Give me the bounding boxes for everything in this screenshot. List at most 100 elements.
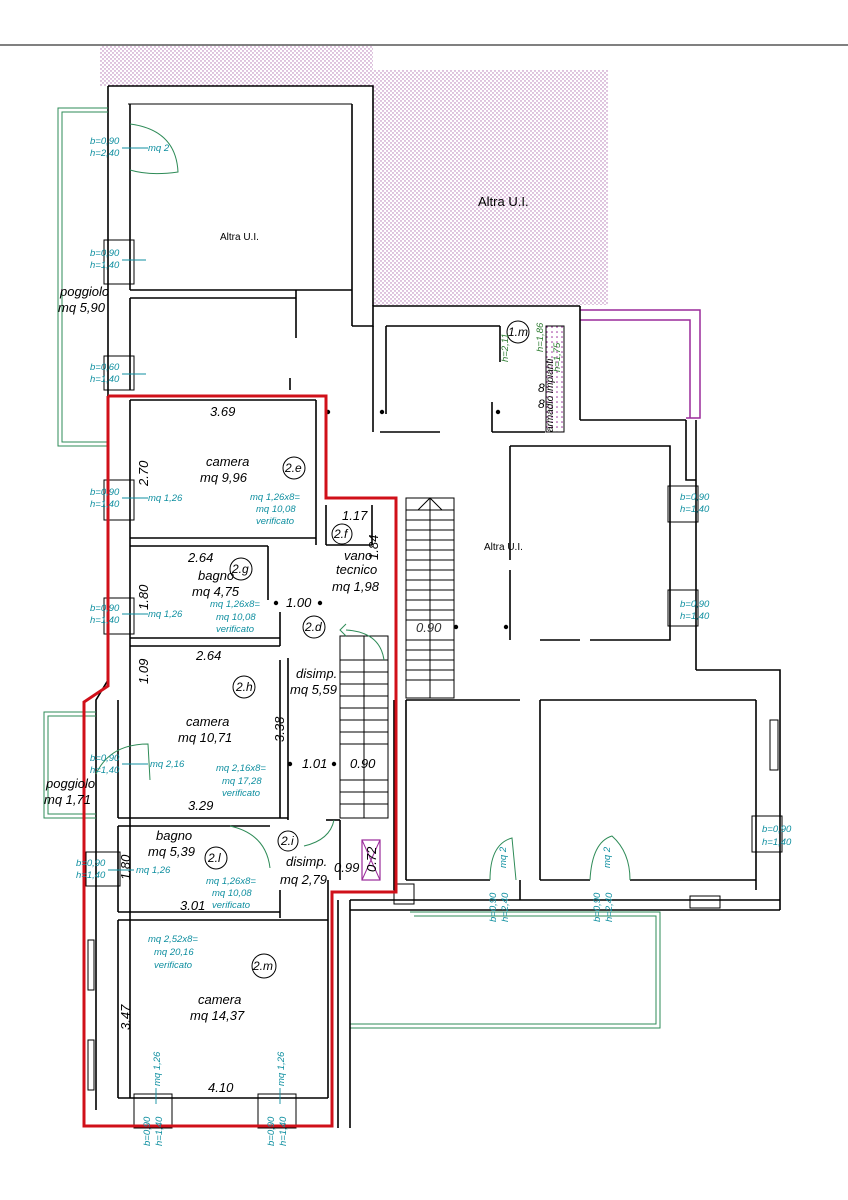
svg-text:verificato: verificato	[256, 516, 294, 527]
svg-text:2.l: 2.l	[207, 851, 221, 865]
svg-text:mq 2,79: mq 2,79	[280, 872, 327, 887]
svg-text:mq 5,59: mq 5,59	[290, 682, 337, 697]
svg-text:mq 1,98: mq 1,98	[332, 579, 380, 594]
armadio-hatch	[545, 325, 565, 433]
svg-text:h=1,40: h=1,40	[90, 615, 120, 626]
svg-text:h=1,40: h=1,40	[90, 374, 120, 385]
svg-text:b=0,90: b=0,90	[90, 248, 120, 259]
svg-text:mq 5,39: mq 5,39	[148, 844, 195, 859]
svg-text:b=0,90: b=0,90	[680, 492, 710, 503]
svg-text:h=1,40: h=1,40	[90, 260, 120, 271]
svg-text:h=1,40: h=1,40	[154, 1116, 165, 1146]
svg-text:mq 2,52x8=: mq 2,52x8=	[148, 934, 198, 945]
svg-text:2.i: 2.i	[280, 834, 294, 848]
svg-text:0.72: 0.72	[364, 846, 379, 872]
svg-text:b=0,90: b=0,90	[90, 603, 120, 614]
altra-ui-label-right: Altra U.I.	[484, 542, 523, 553]
svg-text:2.m: 2.m	[252, 959, 273, 973]
svg-text:3.69: 3.69	[210, 404, 235, 419]
svg-text:mq 1,26x8=: mq 1,26x8=	[210, 599, 260, 610]
room-bagno-2l: bagno mq 5,39 2.l 1.80 b=0,90 h=1,40 mq …	[76, 828, 256, 913]
svg-text:b=0,90: b=0,90	[488, 892, 499, 922]
svg-text:mq 10,71: mq 10,71	[178, 730, 232, 745]
svg-text:mq 2,16x8=: mq 2,16x8=	[216, 763, 266, 774]
window-annot-right: b=0,90 h=1,40 b=0,90 h=1,40 b=0,90 h=1,4…	[680, 492, 792, 848]
svg-text:mq 9,96: mq 9,96	[200, 470, 248, 485]
svg-text:mq 10,08: mq 10,08	[216, 612, 256, 623]
svg-text:h=1,40: h=1,40	[90, 499, 120, 510]
svg-text:b=0,90: b=0,90	[142, 1116, 153, 1146]
svg-text:0.99: 0.99	[334, 860, 359, 875]
svg-text:h=2,40: h=2,40	[604, 892, 615, 922]
svg-text:mq 2: mq 2	[602, 846, 613, 868]
svg-text:2.h: 2.h	[235, 680, 253, 694]
hatch-top-left	[100, 46, 373, 86]
svg-text:h=1,40: h=1,40	[762, 837, 792, 848]
svg-text:b=0,90: b=0,90	[592, 892, 603, 922]
svg-text:2.70: 2.70	[136, 460, 151, 487]
svg-text:verificato: verificato	[222, 788, 260, 799]
poggiolo1-label: poggiolo	[59, 284, 109, 299]
svg-text:2.g: 2.g	[231, 562, 249, 576]
svg-text:bagno: bagno	[198, 568, 234, 583]
room-camera-2e: 3.69 2.70 camera mq 9,96 2.e b=0,90 h=1,…	[90, 404, 306, 527]
svg-text:mq 2,16: mq 2,16	[150, 759, 185, 770]
svg-text:mq 14,37: mq 14,37	[190, 1008, 245, 1023]
poggiolo2-label: poggiolo	[45, 776, 95, 791]
svg-text:1.80: 1.80	[136, 584, 151, 610]
svg-text:b=0,60: b=0,60	[90, 362, 120, 373]
svg-text:bagno: bagno	[156, 828, 192, 843]
svg-text:1.00: 1.00	[286, 595, 312, 610]
door-annot-bottom: b=0,90 h=2,40 mq 2 b=0,90 h=2,40 mq 2	[488, 846, 615, 922]
hatch-altra-ui	[373, 70, 608, 305]
svg-text:tecnico: tecnico	[336, 562, 377, 577]
svg-text:mq 1,26: mq 1,26	[136, 865, 171, 876]
svg-text:mq 10,08: mq 10,08	[212, 888, 252, 899]
svg-text:h=1,40: h=1,40	[76, 870, 106, 881]
svg-text:mq 1,26: mq 1,26	[152, 1051, 163, 1086]
svg-text:mq 4,75: mq 4,75	[192, 584, 240, 599]
svg-text:vano: vano	[344, 548, 372, 563]
altra-ui-label-upper: Altra U.I.	[220, 232, 259, 243]
h211: h=2,11	[500, 333, 511, 362]
svg-text:mq 2: mq 2	[148, 143, 170, 154]
svg-text:h=1,40: h=1,40	[90, 765, 120, 776]
other-unit-outline-inner	[580, 319, 691, 418]
svg-text:4.10: 4.10	[208, 1080, 234, 1095]
svg-text:camera: camera	[186, 714, 229, 729]
room-1m-id: 1.m	[508, 325, 528, 339]
room-1m-marker	[506, 320, 530, 344]
svg-text:verificato: verificato	[212, 900, 250, 911]
svg-text:2.64: 2.64	[195, 648, 221, 663]
svg-text:mq 10,08: mq 10,08	[256, 504, 296, 515]
svg-text:camera: camera	[206, 454, 249, 469]
svg-text:3.38: 3.38	[272, 716, 287, 742]
eight-a: 8	[538, 381, 545, 395]
svg-text:mq 17,28: mq 17,28	[222, 776, 262, 787]
svg-text:camera: camera	[198, 992, 241, 1007]
svg-text:h=1,40: h=1,40	[680, 611, 710, 622]
svg-text:2.d: 2.d	[304, 620, 322, 634]
svg-text:b=0,90: b=0,90	[90, 487, 120, 498]
svg-text:mq 2: mq 2	[498, 846, 509, 868]
room-vano-tecnico-2f: 1.17 2.f 1.84 vano tecnico mq 1,98	[331, 508, 381, 594]
armadio-label: armadio impianti	[545, 358, 556, 432]
svg-text:mq 1,26: mq 1,26	[148, 609, 183, 620]
svg-text:disimp.: disimp.	[296, 666, 337, 681]
svg-text:h=2,40: h=2,40	[500, 892, 511, 922]
altra-ui-label-large: Altra U.I.	[478, 194, 529, 209]
poggiolo1-area: mq 5,90	[58, 300, 106, 315]
svg-text:2.f: 2.f	[333, 527, 349, 541]
svg-text:3.01: 3.01	[180, 898, 205, 913]
window-annot-upper: b=0,90 h=2,40 mq 2 b=0,90 h=1,40 b=0,60 …	[90, 136, 170, 385]
svg-text:mq 1,26x8=: mq 1,26x8=	[250, 492, 300, 503]
svg-text:h=1,40: h=1,40	[680, 504, 710, 515]
svg-text:2.64: 2.64	[187, 550, 213, 565]
svg-text:b=0,90: b=0,90	[762, 824, 792, 835]
svg-text:verificato: verificato	[216, 624, 254, 635]
h175: h=1,75	[552, 342, 563, 372]
staircase	[339, 497, 455, 819]
windows	[85, 239, 783, 1129]
svg-text:1.01: 1.01	[302, 756, 327, 771]
